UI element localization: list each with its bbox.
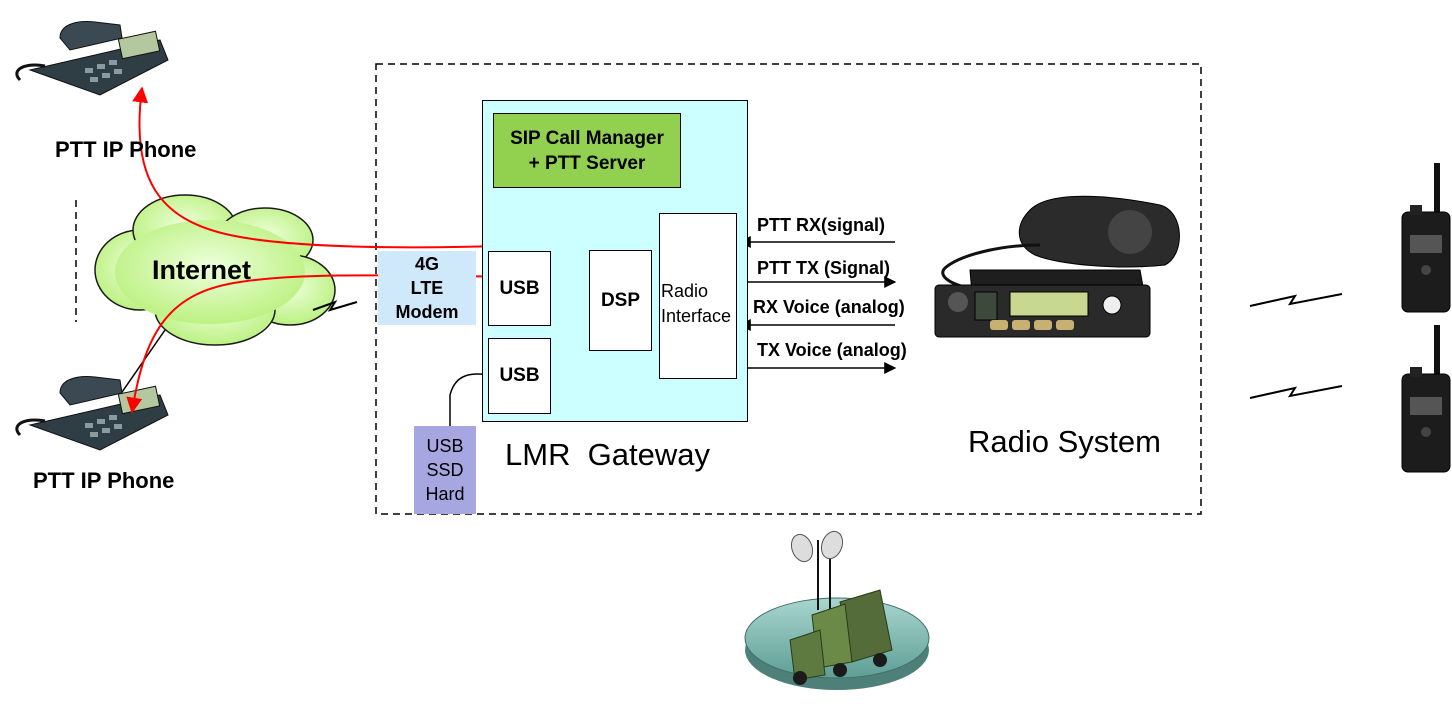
wireless-link-icon xyxy=(312,300,358,312)
rx-voice-label: RX Voice (analog) xyxy=(753,297,905,317)
radio-interface-label: Radio Interface xyxy=(661,279,731,329)
ssd-line3: Hard xyxy=(425,484,465,504)
sip-call-manager-box: SIP Call Manager + PTT Server xyxy=(493,113,681,188)
tx-voice-label: TX Voice (analog) xyxy=(757,340,907,360)
ptt-rx-label: PTT RX(signal) xyxy=(757,215,886,235)
radio-interface-line1: Radio xyxy=(661,281,709,301)
usb-bottom-label: USB xyxy=(499,365,540,386)
radio-interface-box xyxy=(659,213,737,379)
modem-line2: LTE xyxy=(410,278,444,298)
usb-port-top: USB xyxy=(488,251,551,326)
sip-label-line2: + PTT Server xyxy=(528,152,646,174)
sip-label-line1: SIP Call Manager xyxy=(510,127,664,149)
ssd-line1: USB xyxy=(426,436,464,456)
radio-truck-icon xyxy=(744,530,930,690)
usb-ssd-box: USB SSD Hard xyxy=(414,426,476,514)
radio-site-boundary xyxy=(375,63,1202,515)
bottom-phone-label: PTT IP Phone xyxy=(33,468,175,493)
modem-line3: Modem xyxy=(395,302,459,322)
dsp-box: DSP xyxy=(589,250,652,351)
call-path-top xyxy=(132,86,579,249)
usb-port-bottom: USB xyxy=(488,338,551,414)
cloud-icon xyxy=(94,194,336,346)
mobile-radio-icon xyxy=(934,195,1180,338)
usb-top-label: USB xyxy=(499,277,540,299)
wireless-link-icon xyxy=(1249,293,1343,307)
ip-phone-icon xyxy=(15,21,169,96)
top-phone-label: PTT IP Phone xyxy=(55,137,197,162)
wireless-link-icon xyxy=(1249,385,1343,399)
handheld-radio-icon xyxy=(1401,163,1451,313)
gateway-title: LMR Gateway xyxy=(505,437,711,472)
ip-phone-icon xyxy=(15,376,169,451)
ssd-line2: SSD xyxy=(426,460,464,480)
internet-label: Internet xyxy=(152,255,252,285)
lte-modem-box: 4G LTE Modem xyxy=(378,251,476,325)
radio-interface-line2: Interface xyxy=(661,306,732,326)
dsp-label: DSP xyxy=(600,289,641,311)
handheld-radio-icon xyxy=(1401,325,1451,473)
ptt-tx-label: PTT TX (Signal) xyxy=(757,258,890,278)
modem-line1: 4G xyxy=(414,254,439,274)
radio-system-label: Radio System xyxy=(968,424,1161,459)
